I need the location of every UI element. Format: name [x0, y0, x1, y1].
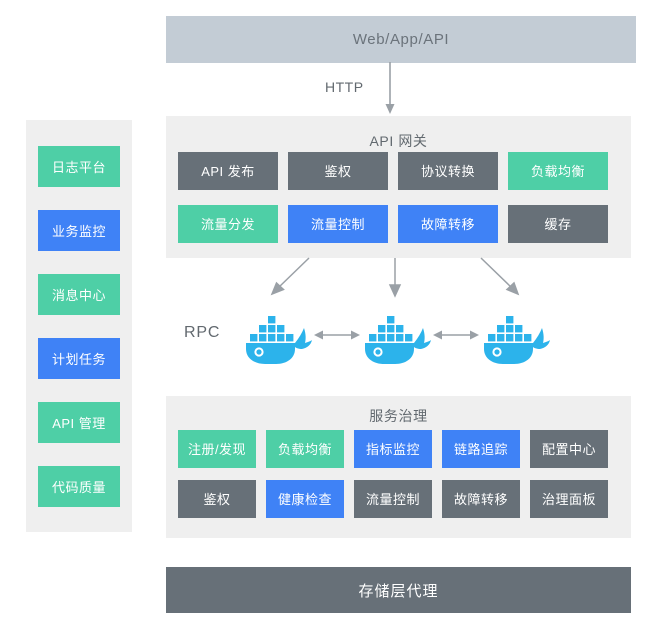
gateway-capability-chip-label: 流量分发 [200, 216, 255, 232]
sidebar-item[interactable]: 消息中心 [38, 274, 120, 315]
governance-capability-chip-label: 注册/发现 [187, 441, 247, 457]
governance-capability-chip[interactable]: 配置中心 [530, 430, 608, 468]
gateway-capability-chip[interactable]: 缓存 [508, 205, 608, 243]
governance-capability-chip[interactable]: 流量控制 [354, 480, 432, 518]
docker-whale-icon [236, 302, 312, 364]
gateway-capability-chip-label: 负载均衡 [530, 163, 585, 179]
gateway-capability-chip[interactable]: 协议转换 [398, 152, 498, 190]
governance-capability-chip-label: 健康检查 [277, 491, 332, 507]
governance-capability-chip-label: 指标监控 [365, 441, 420, 457]
governance-capability-chip[interactable]: 鉴权 [178, 480, 256, 518]
gateway-capability-chip-label: API 发布 [201, 163, 255, 179]
gateway-capability-chip-label: 协议转换 [420, 163, 475, 179]
docker-whale-icon [355, 302, 431, 364]
docker-whale-icon [474, 302, 550, 364]
bidirectional-arrow-icon [433, 328, 479, 342]
governance-capability-chip[interactable]: 链路追踪 [442, 430, 520, 468]
gateway-capability-chip[interactable]: 故障转移 [398, 205, 498, 243]
governance-capability-chip-label: 链路追踪 [453, 441, 508, 457]
governance-capability-chip-label: 鉴权 [203, 491, 231, 507]
sidebar-item[interactable]: 计划任务 [38, 338, 120, 379]
gateway-capability-chip-label: 鉴权 [324, 163, 352, 179]
gateway-capability-chip[interactable]: 鉴权 [288, 152, 388, 190]
governance-capability-chip-label: 配置中心 [541, 441, 596, 457]
governance-capability-chip-label: 负载均衡 [277, 441, 332, 457]
governance-capability-chip[interactable]: 负载均衡 [266, 430, 344, 468]
governance-capability-chip[interactable]: 注册/发现 [178, 430, 256, 468]
gateway-capability-chip-label: 故障转移 [420, 216, 475, 232]
sidebar-item-label: 计划任务 [51, 352, 106, 367]
storage-layer-bar: 存储层代理 [166, 567, 631, 613]
sidebar-item-label: 消息中心 [51, 288, 106, 303]
api-gateway-title: API 网关 [369, 133, 428, 149]
arrow-down-icon [385, 62, 395, 114]
sidebar-item-label: 日志平台 [51, 160, 106, 175]
sidebar-item[interactable]: 代码质量 [38, 466, 120, 507]
gateway-capability-chip[interactable]: 流量控制 [288, 205, 388, 243]
gateway-capability-chip[interactable]: 流量分发 [178, 205, 278, 243]
gateway-capability-chip[interactable]: 负载均衡 [508, 152, 608, 190]
platform-services-sidebar: 日志平台业务监控消息中心计划任务 API 管理代码质量 [26, 120, 132, 532]
governance-capability-chip[interactable]: 健康检查 [266, 480, 344, 518]
gateway-to-service-arrows [270, 257, 520, 298]
sidebar-item[interactable]: 日志平台 [38, 146, 120, 187]
governance-capability-chip[interactable]: 治理面板 [530, 480, 608, 518]
sidebar-item[interactable]: 业务监控 [38, 210, 120, 251]
rpc-label: RPC [184, 324, 221, 341]
governance-capability-chip-label: 故障转移 [453, 491, 508, 507]
storage-layer-label: 存储层代理 [358, 582, 439, 600]
sidebar-item-label: 业务监控 [51, 224, 106, 239]
governance-capability-chip[interactable]: 指标监控 [354, 430, 432, 468]
bidirectional-arrow-icon [314, 328, 360, 342]
sidebar-item-label: 代码质量 [51, 480, 106, 495]
governance-capability-chip[interactable]: 故障转移 [442, 480, 520, 518]
sidebar-item-label: API 管理 [52, 416, 106, 431]
governance-capability-chip-label: 治理面板 [541, 491, 596, 507]
gateway-capability-chip[interactable]: API 发布 [178, 152, 278, 190]
gateway-capability-chip-label: 流量控制 [310, 216, 365, 232]
sidebar-item[interactable]: API 管理 [38, 402, 120, 443]
governance-capability-chip-label: 流量控制 [365, 491, 420, 507]
service-governance-title: 服务治理 [369, 408, 428, 424]
gateway-capability-chip-label: 缓存 [544, 216, 572, 232]
client-layer-label: Web/App/API [352, 31, 450, 48]
http-protocol-label: HTTP [325, 79, 364, 95]
client-layer-bar: Web/App/API [166, 16, 636, 63]
